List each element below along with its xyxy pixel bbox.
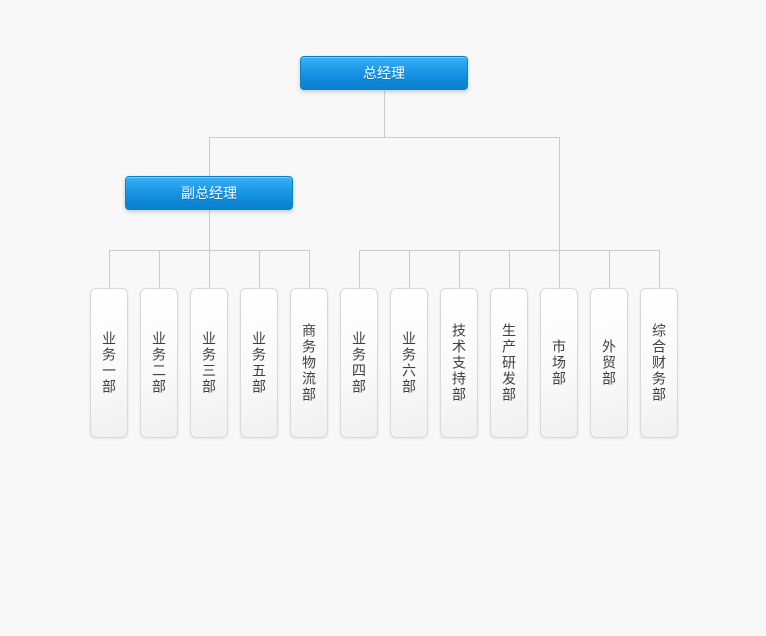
dept-node[interactable]: 业务三部 xyxy=(190,288,228,438)
connector-line xyxy=(409,250,410,288)
dept-node[interactable]: 业务五部 xyxy=(240,288,278,438)
connector-line xyxy=(459,250,460,288)
dept-node[interactable]: 生产研发部 xyxy=(490,288,528,438)
org-node-deputy-general-manager[interactable]: 副总经理 xyxy=(125,176,293,210)
connector-line xyxy=(209,210,210,250)
dept-node[interactable]: 业务一部 xyxy=(90,288,128,438)
org-node-general-manager[interactable]: 总经理 xyxy=(300,56,468,90)
dept-node[interactable]: 技术支持部 xyxy=(440,288,478,438)
connector-line xyxy=(559,137,560,250)
dept-node[interactable]: 综合财务部 xyxy=(640,288,678,438)
dept-node[interactable]: 市场部 xyxy=(540,288,578,438)
connector-line xyxy=(209,137,210,176)
connector-line xyxy=(509,250,510,288)
connector-line xyxy=(259,250,260,288)
connector-line xyxy=(209,250,210,288)
dept-node[interactable]: 外贸部 xyxy=(590,288,628,438)
connector-line xyxy=(609,250,610,288)
connector-line xyxy=(384,90,385,137)
connector-line xyxy=(159,250,160,288)
connector-line xyxy=(559,250,560,288)
dept-node[interactable]: 业务四部 xyxy=(340,288,378,438)
dept-node[interactable]: 业务二部 xyxy=(140,288,178,438)
connector-line xyxy=(359,250,360,288)
connector-line xyxy=(109,250,110,288)
connector-line xyxy=(659,250,660,288)
dept-node[interactable]: 业务六部 xyxy=(390,288,428,438)
dept-node[interactable]: 商务物流部 xyxy=(290,288,328,438)
connector-line xyxy=(309,250,310,288)
connector-line xyxy=(209,137,560,138)
